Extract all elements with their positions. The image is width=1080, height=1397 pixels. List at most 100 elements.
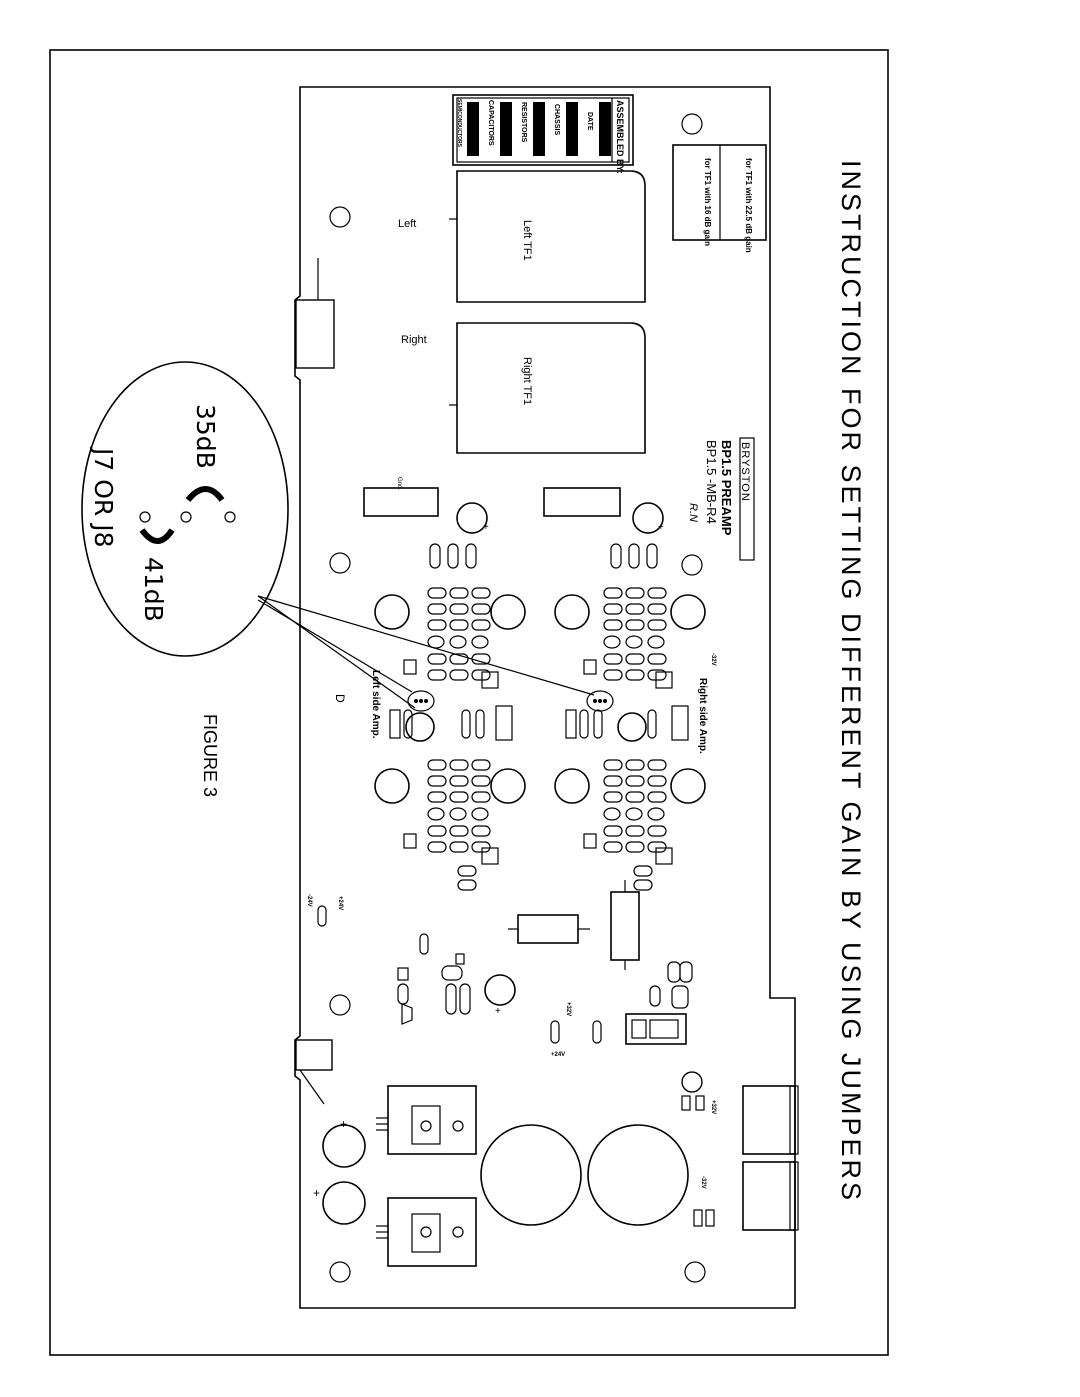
amp-output-devices (374, 594, 706, 804)
assembled-by-box: ASSEMBLED BY: DATE CHASSIS RESISTORS CAP… (452, 94, 634, 174)
mounting-hole (329, 206, 351, 228)
jumper-pin (224, 511, 236, 523)
right-amp-label: Right side Amp. (697, 678, 708, 754)
jumper-j7-right (586, 690, 614, 712)
rail-pos24-label: +24V (337, 896, 343, 910)
output-device (374, 768, 410, 804)
output-device (670, 594, 706, 630)
output-device (554, 594, 590, 630)
left-amp-lower-cluster (403, 759, 499, 891)
callout-leader (257, 595, 416, 709)
voltage-regulator (387, 1085, 477, 1155)
assembled-row-date: DATE (586, 112, 593, 131)
assembled-heading: ASSEMBLED BY: (615, 100, 625, 174)
cap-plus: + (495, 1006, 501, 1017)
output-device (490, 768, 526, 804)
jumper-arc-41db (139, 528, 175, 544)
assembled-box-outline (452, 94, 634, 166)
electrolytic-cap-right (632, 502, 664, 534)
jumper-pin (139, 511, 151, 523)
cap-plus: + (658, 522, 664, 533)
cap-plus: + (340, 1117, 347, 1131)
page-frame (49, 49, 889, 1356)
axial-resistor (517, 914, 579, 944)
tf-note-line1: for TF1 with 22.5 dB gain (744, 158, 753, 253)
mounting-hole (684, 1261, 706, 1283)
mounting-holes (329, 113, 706, 1283)
mounting-hole (681, 554, 703, 576)
callout-leader (257, 595, 595, 696)
brand-box (739, 437, 755, 561)
gnd-label: Gnd. (396, 477, 402, 490)
rail-pos32-label-2: +32V (710, 1100, 716, 1114)
film-capacitor-right (543, 487, 621, 517)
output-device (670, 768, 706, 804)
top-connector (295, 299, 335, 369)
rail-neg24-label: -24V (306, 894, 312, 907)
jumper-callout: 35dB 41dB J7 OR J8 (81, 361, 595, 709)
assembled-row-resistors: RESISTORS (520, 102, 527, 143)
bottom-connector (295, 1039, 333, 1071)
jumper-arc-35db (185, 486, 225, 502)
transformers: Left TF1 Right TF1 Left Right (398, 170, 646, 454)
right-amp-upper-cluster (565, 587, 689, 741)
model-label: BP1.5 PREAMP (719, 440, 734, 536)
output-device (405, 712, 435, 742)
tf-note-box: for TF1 with 22.5 dB gain for TF1 with 1… (672, 144, 767, 253)
right-amp-lower-cluster (583, 759, 673, 891)
bottom-connector-lead (299, 1069, 325, 1105)
rail-pos32-label: +32V (565, 1002, 571, 1016)
pcb-outline (294, 86, 796, 1309)
assembled-row-chassis: CHASSIS (553, 104, 560, 135)
mounting-hole (329, 1261, 351, 1283)
output-device (374, 594, 410, 630)
power-supply: +24V -24V + +32V +24V +32V -32V (306, 880, 799, 1267)
electrolytic-cap (322, 1124, 366, 1168)
gain-35db: 35dB (191, 404, 220, 469)
brand-logo: BRYSTON (739, 442, 751, 502)
tf-note-line2: for TF1 with 16 dB gain (703, 158, 712, 246)
left-label: Left (398, 218, 416, 230)
assembled-black-bar (533, 102, 545, 156)
right-tf1-outline (456, 322, 646, 454)
right-label: Right (401, 334, 427, 346)
filter-capacitor (587, 1124, 689, 1226)
film-capacitor-left (363, 487, 439, 517)
assembled-black-bar (566, 102, 578, 156)
initials-label: R.N (687, 503, 699, 522)
assembled-black-bar (500, 102, 512, 156)
board-id: BRYSTON BP1.5 PREAMP BP1.5 -MB-R4 R.N (687, 437, 755, 561)
output-device (490, 594, 526, 630)
callout-ellipse (81, 361, 289, 657)
small-capacitor (681, 1071, 703, 1093)
cap-plus: + (313, 1186, 320, 1200)
power-connector (742, 1085, 796, 1155)
callout-leader (257, 599, 413, 693)
jumper-pin (180, 511, 192, 523)
assembled-black-bar (467, 102, 479, 156)
axial-resistor (610, 891, 640, 961)
power-connector (742, 1161, 796, 1231)
mounting-hole (329, 552, 351, 574)
jumper-j8-left (407, 690, 435, 712)
filter-capacitor (480, 1124, 582, 1226)
left-amp-label: Left side Amp. (370, 670, 381, 739)
gain-41db: 41dB (139, 557, 168, 622)
cap-plus: + (483, 522, 489, 533)
output-device (554, 768, 590, 804)
right-tf1-label: Right TF1 (521, 357, 533, 405)
left-tf1-outline (456, 170, 646, 303)
relay (625, 1013, 687, 1045)
assembled-black-bar (599, 102, 611, 156)
assembled-box-inner (456, 97, 630, 163)
rail-pos24-label-2: +24V (551, 1052, 565, 1058)
rail-neg32-label-2: -32V (700, 1176, 706, 1189)
left-tf1-label: Left TF1 (521, 220, 533, 261)
assembled-row-semiconductors: SEMICONDUCTORS (456, 99, 462, 148)
page-title: INSTRUCTION FOR SETTING DIFFERENT GAIN B… (836, 160, 866, 1203)
mounting-hole (329, 994, 351, 1016)
part-label: BP1.5 -MB-R4 (704, 440, 719, 524)
output-device (617, 712, 647, 742)
figure-label: FIGURE 3 (200, 714, 220, 797)
